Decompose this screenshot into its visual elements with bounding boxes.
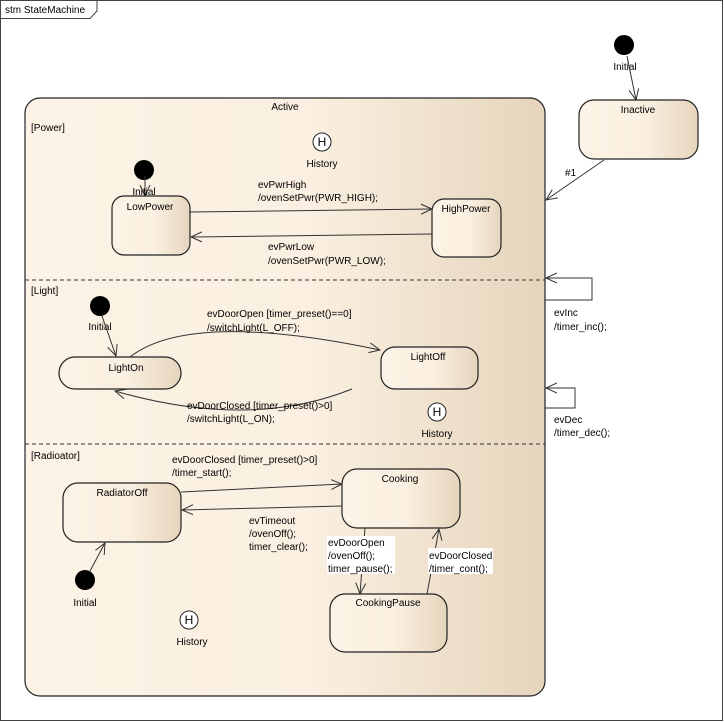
transition-radiator-initial[interactable] [89,543,105,572]
transition-to-lowpower-action: /ovenSetPwr(PWR_LOW); [268,256,386,267]
transition-inactive-active[interactable] [546,159,605,200]
transition-to-radiatoroff-action2: timer_clear(); [249,542,308,553]
transition-to-highpower-event: evPwrHigh [258,180,306,191]
state-cooking-label: Cooking [382,474,419,485]
light-history-label: History [421,429,452,440]
transition-to-lighton[interactable] [115,388,353,411]
state-lowpower[interactable] [111,195,191,256]
state-lightoff[interactable] [380,346,479,390]
state-active-label: Active [271,102,299,113]
state-cookingpause-label: CookingPause [355,598,420,609]
state-inactive[interactable] [578,99,699,160]
self-transition-evinc-action: /timer_inc(); [554,322,607,333]
transition-light-initial[interactable] [101,315,116,356]
power-history-symbol: H [318,135,327,149]
light-history-node[interactable] [427,402,447,422]
frame-title: stm StateMachine [5,5,85,16]
self-transition-evdec-event: evDec [554,415,582,426]
region-radiator-label: [Radioator] [31,451,80,462]
radiator-initial-label: Initial [73,598,96,609]
transition-to-radiatoroff-action: /ovenOff(); [249,529,296,540]
radiator-history-node[interactable] [179,610,199,630]
state-radiatoroff-label: RadiatorOff [97,488,148,499]
power-initial-node[interactable] [134,160,154,180]
transition-to-lowpower-event: evPwrLow [268,242,315,253]
region-power-label: [Power] [31,123,65,134]
transition-to-radiatoroff[interactable] [182,506,343,510]
label-background [327,536,395,574]
power-history-label: History [306,159,337,170]
transition-to-lightoff[interactable] [129,331,380,358]
radiator-history-label: History [176,637,207,648]
top-initial-node[interactable] [614,35,634,55]
self-transition-evdec[interactable] [545,388,576,409]
light-history-symbol: H [433,405,442,419]
state-highpower-label: HighPower [442,204,492,215]
power-history-node[interactable] [312,132,332,152]
state-cooking[interactable] [341,468,461,529]
transition-to-lowpower[interactable] [191,234,433,237]
power-initial-label: Initial [132,187,155,198]
transition-to-lighton-action: /switchLight(L_ON); [187,414,275,425]
transition-to-cookingpause-event: evDoorOpen [328,538,385,549]
self-transition-evinc-event: evInc [554,308,578,319]
transition-resume-cooking-event: evDoorClosed [429,551,492,562]
state-highpower[interactable] [431,198,502,258]
transition-inactive-active-label: #1 [565,168,577,179]
transition-to-lightoff-event: evDoorOpen [timer_preset()==0] [207,309,352,320]
transition-to-lighton-event: evDoorClosed [timer_preset()>0] [187,401,333,412]
top-initial-label: Initial [613,62,636,73]
transition-to-cookingpause-action: /ovenOff(); [328,551,375,562]
transition-to-highpower-action: /ovenSetPwr(PWR_HIGH); [258,193,378,204]
light-initial-label: Initial [88,322,111,333]
state-lighton-label: LightOn [108,363,143,374]
transition-initial-inactive[interactable] [626,55,636,100]
transition-to-cooking-action: /timer_start(); [172,468,231,479]
frame-title-tab [0,0,98,19]
radiator-initial-node[interactable] [75,570,95,590]
state-lightoff-label: LightOff [411,352,446,363]
radiator-history-symbol: H [185,613,194,627]
label-background [428,548,493,574]
transition-to-cooking[interactable] [180,484,342,493]
self-transition-evinc[interactable] [545,278,593,301]
state-lowpower-label: LowPower [127,202,174,213]
transition-to-cookingpause-action2: timer_pause(); [328,564,392,575]
transition-to-radiatoroff-event: evTimeout [249,516,296,527]
state-cookingpause[interactable] [329,593,448,653]
transition-resume-cooking-action: /timer_cont(); [429,564,488,575]
self-transition-evdec-action: /timer_dec(); [554,428,610,439]
transition-to-cooking-event: evDoorClosed [timer_preset()>0] [172,455,318,466]
transition-to-lightoff-action: /switchLight(L_OFF); [207,323,300,334]
transition-to-highpower[interactable] [189,209,432,212]
light-initial-node[interactable] [90,296,110,316]
region-light-label: [Light] [31,286,58,297]
state-inactive-label: Inactive [621,105,656,116]
